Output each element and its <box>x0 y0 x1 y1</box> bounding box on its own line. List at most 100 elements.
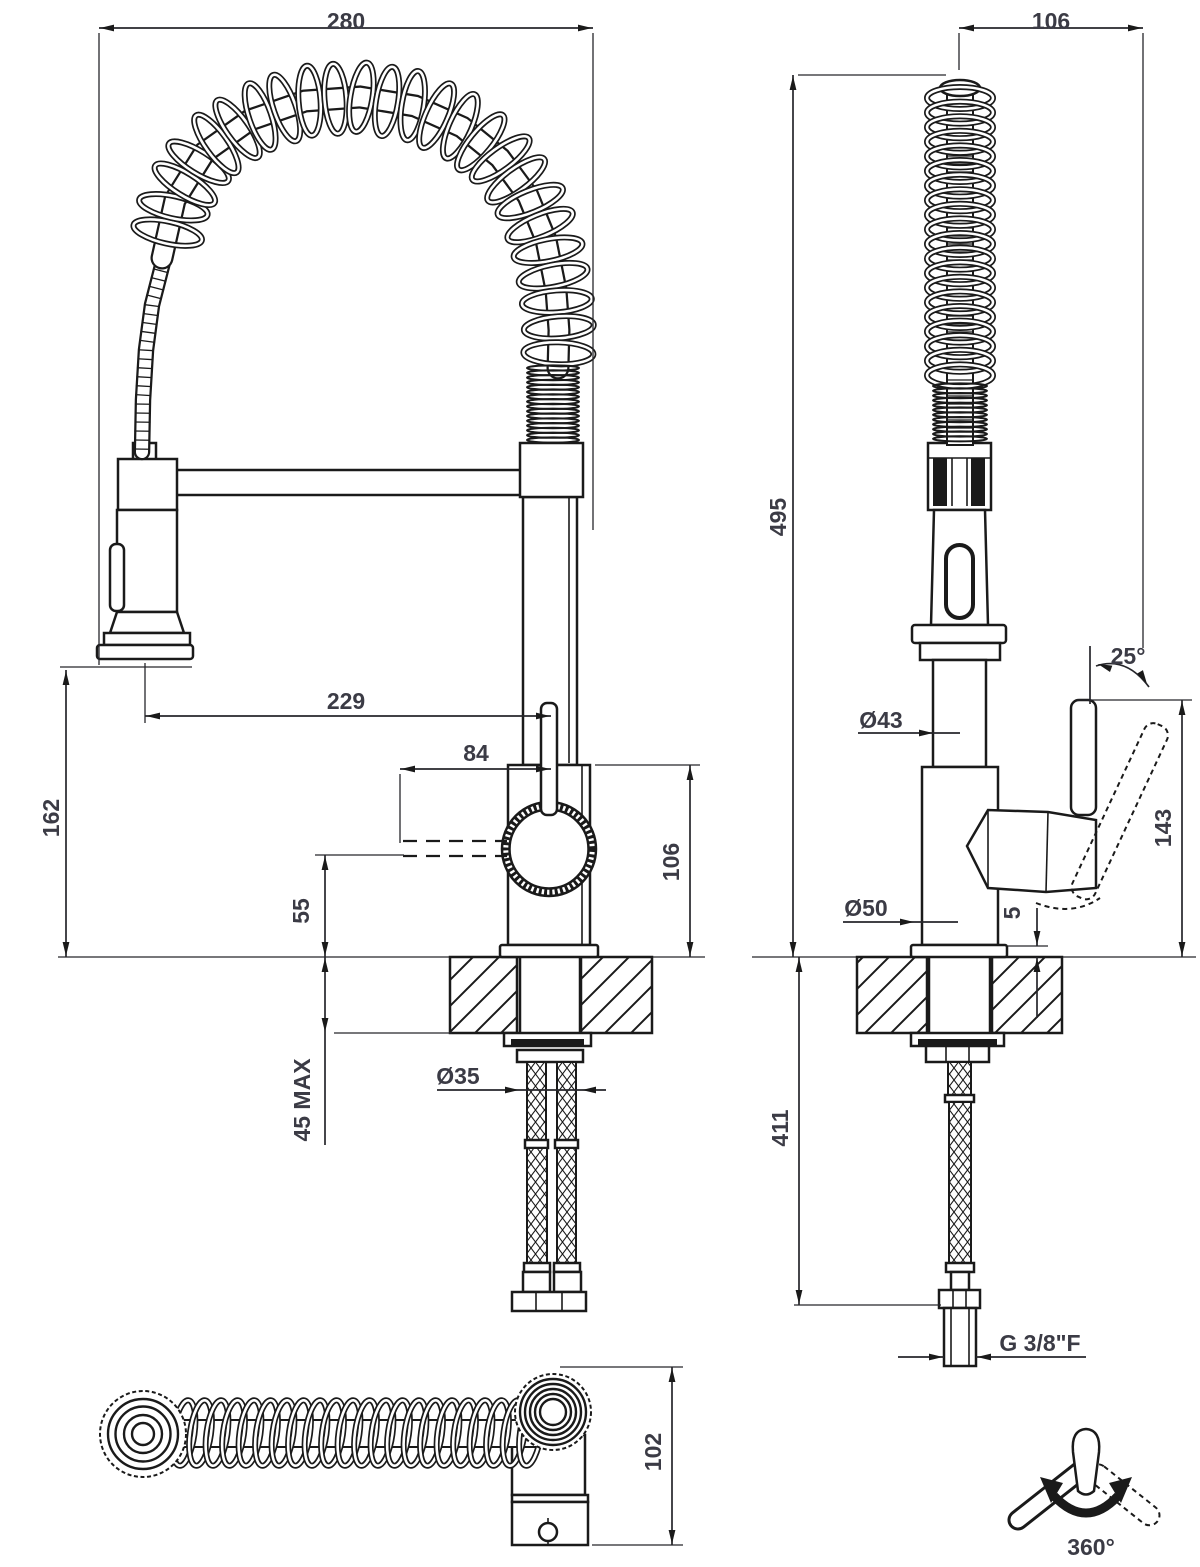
coil-loop-core <box>496 183 565 220</box>
spray-holder <box>116 457 179 512</box>
spiral-spring-top <box>169 1397 545 1469</box>
coil-loop-core <box>192 113 240 175</box>
hose-rib <box>137 358 154 361</box>
joint-knurl-ring <box>502 802 596 896</box>
coil-loop-core <box>520 288 594 314</box>
hose-rib <box>152 268 169 274</box>
spray-button-slot <box>944 543 975 620</box>
base-plate-front <box>498 943 600 959</box>
aerator-collar <box>102 631 192 647</box>
label-spray-height: 162 <box>38 799 64 837</box>
spray-flange-upper <box>910 623 1008 645</box>
holder-stripe-left <box>933 458 947 506</box>
dimension-arrowhead <box>536 765 550 773</box>
dimension-arrowhead <box>929 1353 943 1361</box>
dimension-arrowhead <box>795 1290 803 1304</box>
coil-loop-core <box>468 1398 494 1468</box>
faucet-side-structure <box>909 441 1169 959</box>
coil-loop-core <box>352 1398 379 1468</box>
rubber-washer-side <box>918 1039 997 1047</box>
swivel-knob <box>1071 1427 1101 1496</box>
label-hose-drop: 411 <box>767 1109 793 1146</box>
rosette-center <box>130 1421 156 1447</box>
ferrule-right <box>552 1261 582 1274</box>
lock-nut-side <box>924 1044 991 1064</box>
dimension-arrowhead <box>1098 664 1113 672</box>
dimension-arrowhead <box>668 1530 676 1544</box>
spring-cap-top <box>514 1373 592 1451</box>
label-head-depth: 102 <box>640 1433 666 1471</box>
coil-loop-core <box>522 314 596 340</box>
label-lever-offset: 84 <box>463 740 489 766</box>
dimension-arrowhead <box>62 942 70 956</box>
label-hole-height: 55 <box>288 898 314 924</box>
base-plate-side <box>909 943 1009 959</box>
hose-coupler-right <box>553 1138 580 1150</box>
label-spray-reach: 229 <box>327 688 365 714</box>
coil-loop-core <box>925 202 995 228</box>
dense-coil-turn <box>526 436 580 444</box>
connection-pipe <box>942 1306 978 1368</box>
dimension-arrowhead <box>321 942 329 956</box>
swivel-symbol <box>1007 1427 1161 1531</box>
hose-end-nut-side <box>937 1288 982 1310</box>
handle-lever-tilted-phantom <box>1070 722 1169 901</box>
spray-clip <box>108 542 126 613</box>
coil-loop-core <box>385 1398 412 1468</box>
label-overall-height: 495 <box>765 498 791 537</box>
label-neck-dia: Ø43 <box>859 707 902 733</box>
coil-loop-core <box>167 140 231 185</box>
spray-head-front <box>95 441 195 661</box>
dimension-arrowhead <box>977 1353 991 1361</box>
lever-rod-front <box>539 701 559 817</box>
coil-loop-core <box>925 348 995 374</box>
coil-loop-core <box>303 1398 329 1468</box>
dimension-arrowhead <box>100 24 114 32</box>
label-swivel-angle: 360° <box>1067 1534 1115 1560</box>
coil-loop-core <box>267 73 302 143</box>
label-counter-thickness: 45 MAX <box>289 1058 315 1142</box>
supply-hose-right-upper <box>556 1061 577 1141</box>
swivel-arrowhead-right <box>1109 1477 1132 1503</box>
under-counter-front <box>502 1031 593 1313</box>
label-shank-dia: Ø35 <box>436 1063 480 1089</box>
coil-loop-core <box>322 62 349 136</box>
dimension-arrowhead <box>960 24 974 32</box>
spiral-spring-front <box>130 59 597 461</box>
coil-loop-core <box>925 158 995 184</box>
coil-loop-core <box>925 144 995 169</box>
counter-hatch-right-side <box>990 955 1064 1035</box>
hose-rib <box>141 321 158 326</box>
label-handle-offset: 106 <box>1032 8 1070 34</box>
hose-rib <box>148 285 165 291</box>
hose-rib <box>146 294 162 300</box>
coil-loop-core <box>441 92 480 160</box>
supply-hose-right-lower <box>556 1147 577 1264</box>
coil-loop-core <box>455 112 506 172</box>
dimension-arrowhead <box>1178 701 1186 715</box>
hose-fitting-side <box>949 1270 971 1292</box>
wedge-facet-line <box>1045 811 1049 893</box>
coil-loop-core <box>399 69 427 142</box>
coil-loop-core <box>925 100 995 125</box>
coil-loop-core <box>484 1398 511 1468</box>
coil-loop-core <box>270 1398 296 1468</box>
label-plate-height: 5 <box>999 906 1025 919</box>
spiral-spring-side <box>924 78 996 446</box>
hose-coupler-side <box>943 1093 976 1104</box>
coil-loop-core <box>925 363 995 388</box>
coil-loop-core <box>512 236 584 265</box>
dimension-arrowhead <box>1033 958 1041 972</box>
front-view <box>58 59 705 1313</box>
dimension-arrowhead <box>401 765 415 773</box>
dimension-arrowhead <box>146 712 160 720</box>
coil-loop-core <box>925 275 995 301</box>
top-view <box>99 1373 592 1547</box>
dimension-arrowhead <box>321 1018 329 1032</box>
dimension-arrowhead <box>321 856 329 870</box>
coil-loop-core <box>253 1398 280 1468</box>
dimension-arrowhead <box>578 24 592 32</box>
joint-inner-circle <box>508 808 590 890</box>
dimension-arrowhead <box>795 958 803 972</box>
